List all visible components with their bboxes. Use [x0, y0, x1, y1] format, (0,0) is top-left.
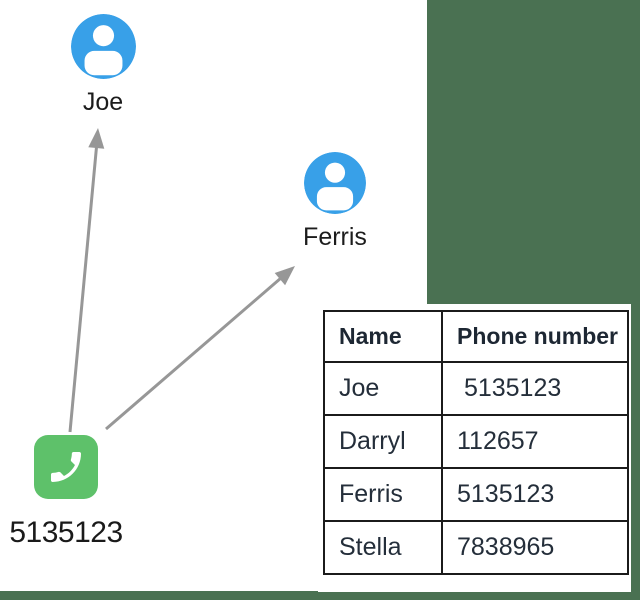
phonebook-table: Name Phone number Joe 5135123 Darryl 112… [323, 310, 629, 575]
table-row: Ferris 5135123 [323, 467, 629, 522]
table-header-row: Name Phone number [323, 310, 629, 363]
person-icon [304, 152, 366, 214]
contact-label-ferris: Ferris [303, 223, 367, 251]
arrow-edge-phone-to-joe [68, 128, 105, 433]
cell-name: Stella [323, 520, 443, 575]
contact-node-joe: Joe [43, 14, 163, 117]
cell-phone: 7838965 [441, 520, 629, 575]
table-row: Darryl 112657 [323, 414, 629, 469]
caller-number-label: 5135123 [9, 516, 123, 549]
contact-label-joe: Joe [82, 88, 124, 116]
cell-name: Ferris [323, 467, 443, 522]
table-row: Stella 7838965 [323, 520, 629, 575]
phone-icon [34, 435, 98, 499]
column-header-phone-number: Phone number [441, 310, 629, 363]
contact-node-ferris: Ferris [275, 152, 395, 252]
cell-name: Darryl [323, 414, 443, 469]
arrowhead-icon [274, 266, 295, 286]
background-bar-bottom [0, 591, 640, 600]
cell-phone: 112657 [441, 414, 629, 469]
cell-phone: 5135123 [441, 467, 629, 522]
person-icon [70, 14, 136, 79]
phonebook-panel: Name Phone number Joe 5135123 Darryl 112… [318, 304, 631, 592]
arrow-edge-phone-to-ferris [105, 266, 295, 431]
caller-node-phone: 5135123 [0, 435, 132, 550]
cell-name: Joe [323, 361, 443, 416]
cell-phone: 5135123 [441, 361, 629, 416]
arrowhead-icon [88, 128, 105, 149]
table-row: Joe 5135123 [323, 361, 629, 416]
column-header-name: Name [323, 310, 443, 363]
